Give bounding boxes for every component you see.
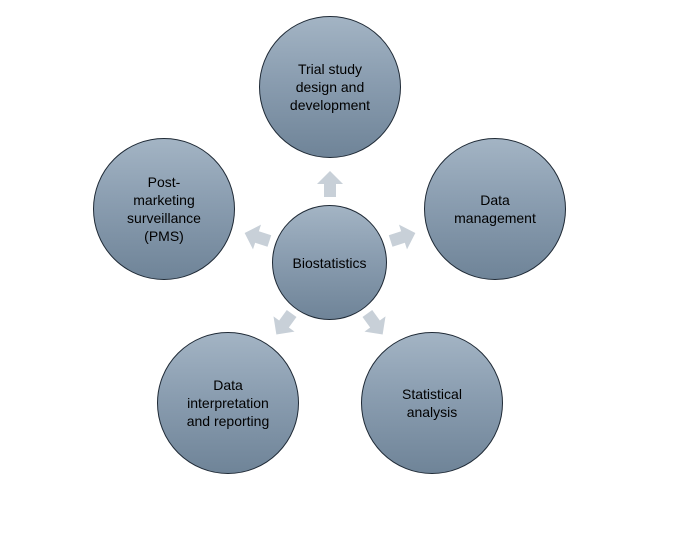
node-label: Statistical analysis [402,386,462,420]
node-label: Post- marketing surveillance (PMS) [127,174,201,244]
center-label: Biostatistics [292,254,367,271]
node-statistical-analysis: Statistical analysis [361,332,503,474]
arrow-upper-left-icon [238,218,276,256]
node-data-interpretation: Data interpretation and reporting [157,332,299,474]
arrow-upper-right-icon [384,218,422,256]
node-trial-study-design: Trial study design and development [259,16,401,158]
node-label: Data management [454,192,536,226]
node-data-management: Data management [424,138,566,280]
node-label: Trial study design and development [289,61,371,113]
node-center-biostatistics: Biostatistics [272,205,387,320]
arrow-lower-right-icon [354,303,396,345]
node-post-marketing-surveillance: Post- marketing surveillance (PMS) [93,138,235,280]
arrow-lower-left-icon [263,303,305,345]
node-label: Data interpretation and reporting [186,377,270,429]
arrow-up-icon [315,169,345,199]
